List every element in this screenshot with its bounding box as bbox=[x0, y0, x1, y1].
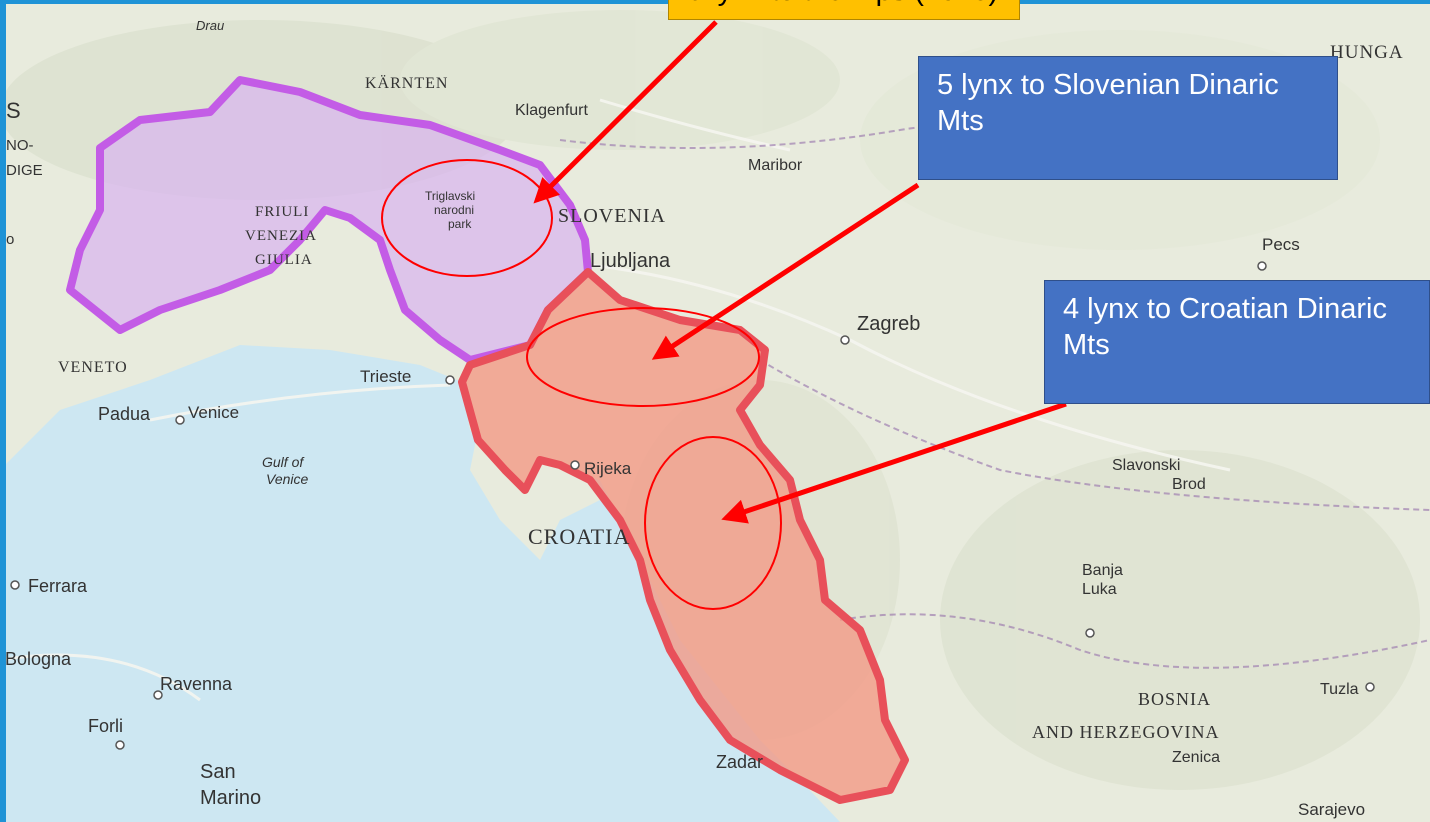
label-marino: Marino bbox=[200, 787, 261, 809]
label-friuli-2: VENEZIA bbox=[245, 228, 317, 244]
label-gulf-2: Venice bbox=[266, 471, 309, 487]
label-banja-1: Banja bbox=[1082, 562, 1123, 579]
label-ljubljana: Ljubljana bbox=[590, 250, 671, 272]
label-ferrara: Ferrara bbox=[28, 576, 88, 596]
label-tuzla: Tuzla bbox=[1320, 681, 1359, 698]
label-croatia: CROATIA bbox=[528, 524, 630, 549]
label-edge-no: NO- bbox=[6, 137, 34, 154]
label-bologna: Bologna bbox=[5, 649, 72, 669]
label-triglav-2: narodni bbox=[434, 203, 474, 217]
label-maribor: Maribor bbox=[748, 157, 803, 174]
label-karnten: KÄRNTEN bbox=[365, 74, 448, 92]
dinaric-release-region bbox=[458, 268, 909, 804]
label-bosnia-2: AND HERZEGOVINA bbox=[1032, 722, 1219, 742]
city-markers bbox=[10, 261, 1375, 750]
label-triglav-1: Triglavski bbox=[425, 189, 475, 203]
label-hungary: HUNGA bbox=[1330, 42, 1404, 63]
label-slavonski-1: Slavonski bbox=[1112, 457, 1180, 474]
highlight-ellipse-croatia bbox=[644, 436, 782, 610]
label-edge-dige: DIGE bbox=[6, 162, 43, 179]
label-trieste: Trieste bbox=[360, 367, 411, 386]
roads-rivers bbox=[0, 98, 1231, 702]
label-veneto: VENETO bbox=[58, 359, 128, 376]
label-padua: Padua bbox=[98, 404, 151, 424]
label-gulf-1: Gulf of bbox=[262, 454, 305, 470]
label-zagreb: Zagreb bbox=[857, 313, 920, 335]
label-bosnia-1: BOSNIA bbox=[1138, 689, 1211, 709]
label-slovenia: SLOVENIA bbox=[558, 205, 666, 227]
label-drau: Drau bbox=[196, 18, 224, 33]
frame-left bbox=[0, 0, 6, 822]
label-triglav-3: park bbox=[448, 217, 472, 231]
alps-release-region bbox=[66, 76, 592, 364]
arrow-slovenia bbox=[651, 182, 920, 360]
label-venice: Venice bbox=[188, 403, 239, 422]
label-klagenfurt: Klagenfurt bbox=[515, 102, 588, 119]
callout-croatia: 4 lynx to Croatian Dinaric Mts bbox=[1044, 280, 1430, 404]
label-sarajevo: Sarajevo bbox=[1298, 800, 1365, 819]
highlight-ellipse-alps bbox=[381, 159, 553, 277]
label-friuli-1: FRIULI bbox=[255, 204, 309, 220]
adriatic-sea bbox=[0, 345, 840, 822]
label-edge-s: S bbox=[6, 98, 21, 123]
arrow-croatia bbox=[721, 401, 1067, 524]
highlight-ellipse-slovenia bbox=[526, 307, 760, 407]
label-edge-o: o bbox=[6, 231, 14, 248]
label-banja-2: Luka bbox=[1082, 581, 1117, 598]
label-pecs: Pecs bbox=[1262, 235, 1300, 254]
label-san: San bbox=[200, 761, 236, 783]
label-ravenna: Ravenna bbox=[160, 674, 233, 694]
label-zadar: Zadar bbox=[716, 752, 763, 772]
arrow-alps bbox=[533, 20, 718, 204]
label-friuli-3: GIULIA bbox=[255, 252, 313, 268]
callout-alps: 5 lynx to the Alps (2023) bbox=[668, 0, 1020, 20]
label-zenica: Zenica bbox=[1172, 749, 1220, 766]
label-forli: Forli bbox=[88, 716, 123, 736]
callout-slovenia: 5 lynx to Slovenian Dinaric Mts bbox=[918, 56, 1338, 180]
label-slavonski-2: Brod bbox=[1172, 476, 1206, 493]
label-rijeka: Rijeka bbox=[584, 459, 632, 478]
